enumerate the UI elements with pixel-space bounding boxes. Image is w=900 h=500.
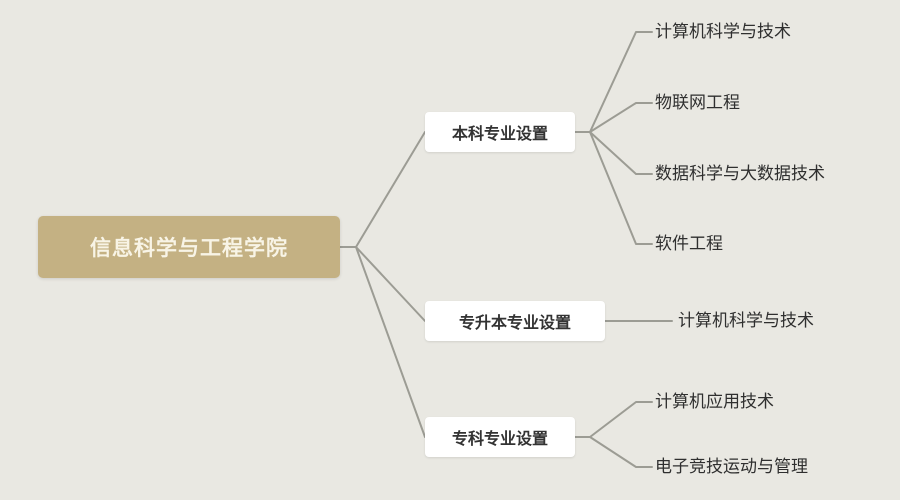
leaf-node-cs-tech[interactable]: 计算机科学与技术 [655,22,791,42]
leaf-node-software[interactable]: 软件工程 [655,234,723,254]
branch-node-topup[interactable]: 专升本专业设置 [425,301,605,341]
root-node[interactable]: 信息科学与工程学院 [38,216,340,278]
connector-b1-leaf4 [574,131,653,245]
connector-b3-leaf1 [574,401,653,438]
leaf-node-computer-app[interactable]: 计算机应用技术 [655,392,774,412]
connector-b1-leaf2 [574,102,653,133]
connector-b3-leaf2 [574,436,653,468]
connector-root-branch2 [339,246,426,322]
connector-root-branch1 [339,131,426,248]
leaf-node-topup-cs[interactable]: 计算机科学与技术 [678,311,814,331]
branch-node-college[interactable]: 专科专业设置 [425,417,575,457]
leaf-node-iot[interactable]: 物联网工程 [655,93,740,113]
connector-root-branch3 [339,246,426,438]
connector-b1-leaf3 [574,131,653,175]
leaf-node-esports[interactable]: 电子竞技运动与管理 [655,457,808,477]
branch-node-undergraduate[interactable]: 本科专业设置 [425,112,575,152]
leaf-node-bigdata[interactable]: 数据科学与大数据技术 [655,164,825,184]
